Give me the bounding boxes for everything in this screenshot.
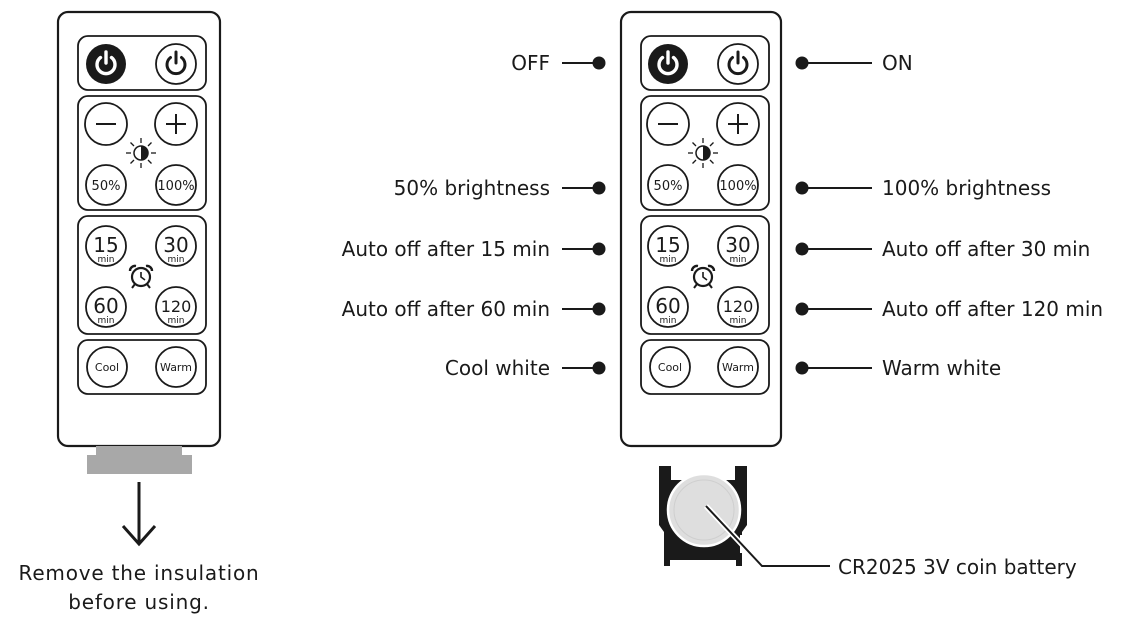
brightness-50-button[interactable]: 50% [85,164,127,206]
plus-icon [166,114,186,134]
timer-120-unit: min [168,316,185,326]
color-panel [77,339,207,395]
instruction-line-2: before using. [68,590,210,614]
label-auto-off-60: Auto off after 60 min [342,297,550,321]
callouts-left [562,56,606,375]
warm-label: Warm [722,361,754,374]
power-panel [77,35,207,91]
brightness-icon [126,138,156,168]
timer-60-button[interactable]: 60 min [647,286,689,328]
brightness-panel [77,95,207,211]
brightness-50-label: 50% [654,179,683,194]
timer-15-value: 15 [655,233,680,257]
timer-60-value: 60 [655,294,680,318]
timer-30-value: 30 [163,233,188,257]
cool-button[interactable]: Cool [649,346,691,388]
coin-battery-icon [659,466,748,566]
timer-30-button[interactable]: 30 min [155,225,197,267]
alarm-clock-icon [690,264,716,289]
brightness-panel [640,95,770,211]
alarm-clock-icon [128,264,154,289]
insulation-tab[interactable] [87,446,192,474]
callouts-right [795,56,872,375]
label-auto-off-120: Auto off after 120 min [882,297,1103,321]
brightness-50-button[interactable]: 50% [647,164,689,206]
label-brightness-100: 100% brightness [882,176,1051,200]
left-remote: 50% 100% 15 min 30 min 60 m [19,10,260,614]
off-button[interactable] [648,44,688,84]
timer-60-button[interactable]: 60 min [85,286,127,328]
warm-button[interactable]: Warm [717,346,759,388]
timer-30-button[interactable]: 30 min [717,225,759,267]
warm-label: Warm [160,361,192,374]
on-button[interactable] [155,43,197,85]
remote-body [56,10,222,448]
label-cool-white: Cool white [445,356,550,380]
brightness-up-button[interactable] [154,102,198,146]
brightness-down-button[interactable] [84,102,128,146]
warm-button[interactable]: Warm [155,346,197,388]
brightness-100-button[interactable]: 100% [717,164,759,206]
label-auto-off-15: Auto off after 15 min [342,237,550,261]
power-icon [657,50,679,76]
timer-60-unit: min [98,316,115,326]
label-warm-white: Warm white [882,356,1001,380]
label-battery: CR2025 3V coin battery [838,555,1077,579]
brightness-down-button[interactable] [646,102,690,146]
brightness-50-label: 50% [92,179,121,194]
power-icon [95,50,117,76]
label-on: ON [882,51,913,75]
brightness-100-button[interactable]: 100% [155,164,197,206]
timer-120-button[interactable]: 120 min [717,286,759,328]
remote-body [619,10,783,448]
timer-120-value: 120 [723,297,754,316]
timer-15-value: 15 [93,233,118,257]
off-button[interactable] [86,44,126,84]
label-brightness-50: 50% brightness [394,176,550,200]
timer-15-unit: min [98,255,115,265]
coin-battery [666,472,742,548]
plus-icon [728,114,748,134]
timer-60-value: 60 [93,294,118,318]
label-auto-off-30: Auto off after 30 min [882,237,1090,261]
timer-120-button[interactable]: 120 min [155,286,197,328]
timer-15-unit: min [660,255,677,265]
timer-panel [640,215,770,335]
right-remote: 50% 100% 15 min 30 min 60 min [619,10,783,566]
instruction-line-1: Remove the insulation [19,561,260,585]
cool-button[interactable]: Cool [86,346,128,388]
brightness-100-label: 100% [157,179,194,194]
timer-120-unit: min [730,316,747,326]
timer-60-unit: min [660,316,677,326]
on-button[interactable] [717,43,759,85]
timer-30-value: 30 [725,233,750,257]
power-panel [640,35,770,91]
timer-15-button[interactable]: 15 min [647,225,689,267]
timer-30-unit: min [730,255,747,265]
color-panel [640,339,770,395]
brightness-up-button[interactable] [716,102,760,146]
arrow-down-icon [121,482,157,547]
timer-panel [77,215,207,335]
cool-label: Cool [95,361,119,374]
timer-30-unit: min [168,255,185,265]
brightness-icon [688,138,718,168]
power-icon [165,50,187,76]
brightness-100-label: 100% [719,179,756,194]
power-icon [727,50,749,76]
timer-120-value: 120 [161,297,192,316]
battery-callout [703,504,830,569]
timer-15-button[interactable]: 15 min [85,225,127,267]
cool-label: Cool [658,361,682,374]
label-off: OFF [511,51,550,75]
